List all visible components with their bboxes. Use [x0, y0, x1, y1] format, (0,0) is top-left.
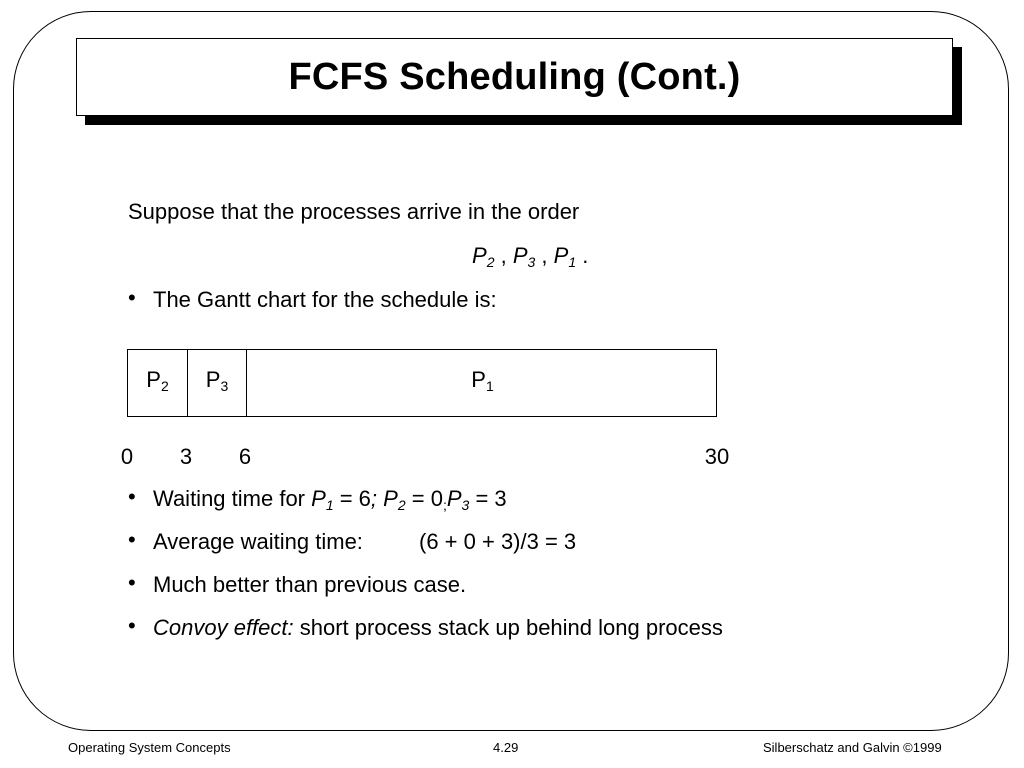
waiting-eq2: = 0: [405, 486, 443, 511]
gantt-tick-3: 3: [179, 444, 193, 469]
waiting-p2: P2: [383, 486, 406, 513]
waiting-sep1: ;: [370, 486, 384, 511]
waiting-eq1: = 6: [333, 486, 371, 511]
footer-left: Operating System Concepts: [68, 740, 231, 755]
gantt-segment-p2: P2: [128, 350, 187, 416]
order-end: .: [576, 243, 589, 268]
intro-text: Suppose that the processes arrive in the…: [128, 199, 580, 224]
gantt-segment-p3: P3: [187, 350, 246, 416]
bullet-average-formula: (6 + 0 + 3)/3 = 3: [419, 529, 577, 554]
order-p-c: P1: [553, 243, 577, 270]
order-p-a: P2: [472, 243, 495, 270]
slide-title: FCFS Scheduling (Cont.): [288, 55, 741, 98]
footer-right: Silberschatz and Galvin ©1999: [763, 740, 942, 755]
bullet-dot: •: [128, 613, 136, 638]
footer-page-number: 4.29: [493, 740, 519, 755]
gantt-segment-label: P2: [146, 367, 169, 394]
bullet-convoy: Convoy effect: short process stack up be…: [153, 615, 723, 641]
gantt-segment-label: P3: [205, 367, 229, 394]
bullet-dot: •: [128, 484, 136, 509]
bullet-dot: •: [128, 570, 136, 595]
waiting-sep2: ;: [442, 497, 447, 513]
slide-frame: [13, 11, 1009, 731]
gantt-segment-p1: P1: [246, 350, 718, 416]
order-sep-1: ,: [494, 243, 513, 268]
gantt-segment-label: P1: [471, 367, 494, 394]
bullet-gantt-intro: The Gantt chart for the schedule is:: [153, 287, 497, 312]
gantt-chart: P2 P3 P1: [127, 349, 717, 417]
bullet-dot: •: [128, 285, 136, 310]
waiting-p1: P1: [311, 486, 334, 513]
gantt-tick-0: 0: [120, 444, 134, 469]
bullet-dot: •: [128, 527, 136, 552]
convoy-text: short process stack up behind long proce…: [293, 615, 723, 640]
waiting-eq3: = 3: [469, 486, 507, 511]
gantt-tick-30: 30: [704, 444, 730, 469]
waiting-p3: P3: [446, 486, 470, 513]
waiting-prefix: Waiting time for: [153, 486, 312, 511]
convoy-term: Convoy effect:: [153, 615, 294, 640]
arrival-order: P2 , P3 , P1 .: [472, 243, 588, 269]
bullet-waiting-time: Waiting time for P1 = 6; P2 = 0;P3 = 3: [153, 486, 507, 512]
bullet-better: Much better than previous case.: [153, 572, 467, 597]
gantt-tick-6: 6: [238, 444, 252, 469]
bullet-average-label: Average waiting time:: [153, 529, 363, 554]
order-p-b: P3: [512, 243, 536, 270]
title-box: FCFS Scheduling (Cont.): [76, 38, 953, 116]
order-sep-2: ,: [535, 243, 554, 268]
